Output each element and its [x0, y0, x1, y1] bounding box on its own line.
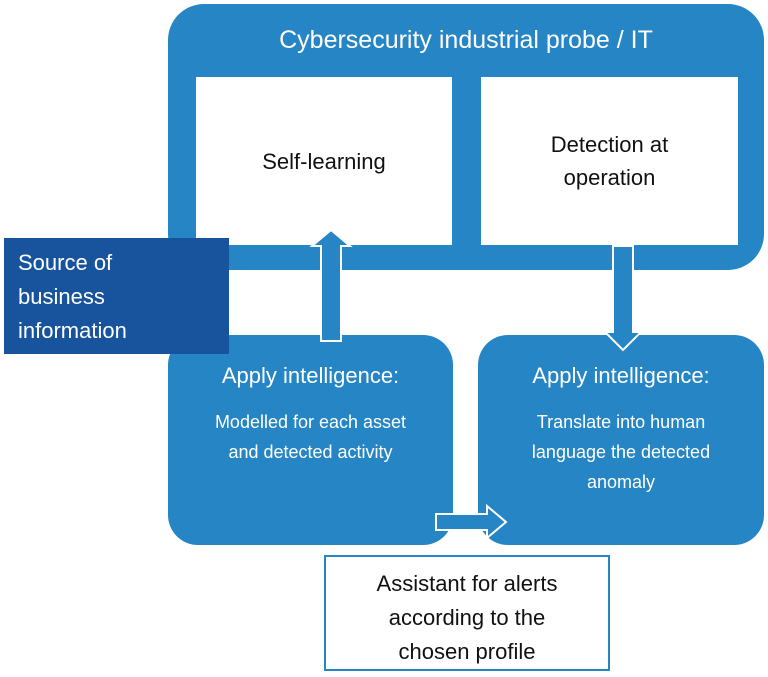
source-line: Source of — [18, 250, 113, 275]
apply-right-title: Apply intelligence: — [532, 363, 710, 388]
assistant-line: chosen profile — [398, 639, 536, 664]
assistant-line: Assistant for alerts — [376, 571, 558, 596]
apply-right-text: Translate into human language the detect… — [478, 407, 764, 497]
probe-title: Cybersecurity industrial probe / IT — [279, 26, 653, 54]
source-business-info: Source of business information — [4, 238, 229, 354]
detection-label-line: Detection at — [550, 132, 669, 157]
self-learning-label: Self-learning — [262, 148, 386, 174]
apply-left-line: Modelled for each asset — [214, 412, 407, 432]
detection-box: Detection at operation — [481, 77, 738, 245]
source-line: information — [18, 318, 127, 343]
assistant-line: according to the — [388, 605, 546, 630]
apply-right-line: Translate into human — [536, 412, 706, 432]
apply-intelligence-right: Apply intelligence: Translate into human… — [478, 335, 764, 545]
detection-label-line: operation — [563, 165, 656, 190]
apply-right-line: anomaly — [586, 472, 656, 492]
self-learning-box: Self-learning — [196, 77, 452, 245]
arrow-right-icon — [435, 503, 508, 541]
assistant-box: Assistant for alerts according to the ch… — [324, 555, 610, 671]
source-line: business — [18, 284, 105, 309]
apply-left-title: Apply intelligence: — [221, 363, 400, 388]
apply-intelligence-left: Apply intelligence: Modelled for each as… — [168, 335, 453, 545]
arrow-up-icon — [309, 228, 353, 342]
arrow-down-icon — [602, 245, 644, 352]
apply-left-text: Modelled for each asset and detected act… — [168, 407, 453, 467]
apply-right-line: language the detected — [531, 442, 711, 462]
apply-left-line: and detected activity — [228, 442, 393, 462]
